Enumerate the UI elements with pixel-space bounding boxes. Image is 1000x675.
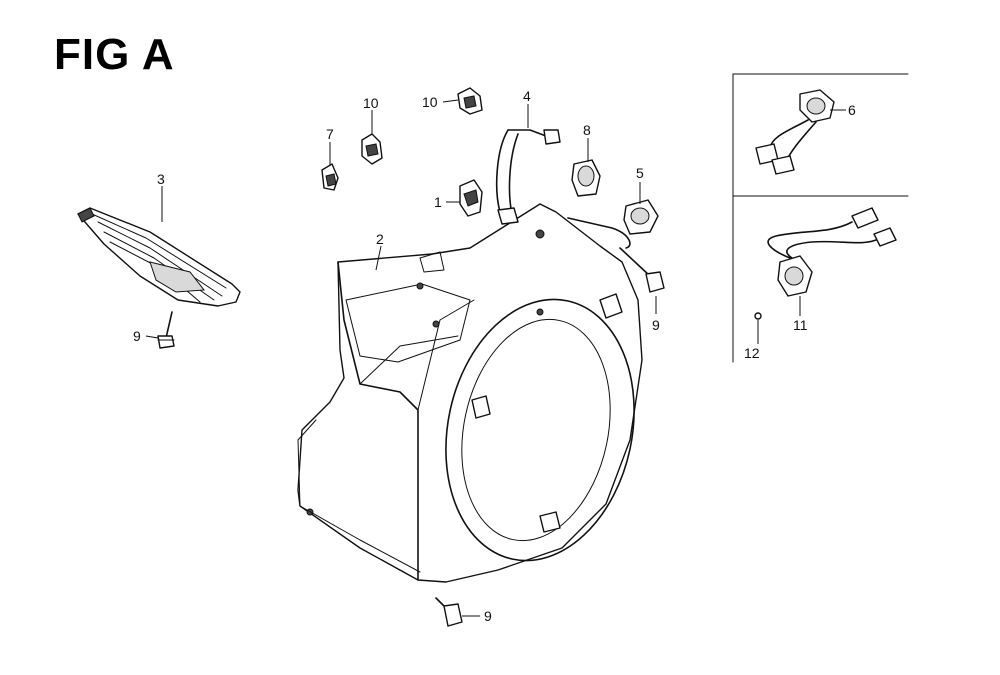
callout-9-left: 9 bbox=[133, 328, 141, 344]
part-10-clamp-left bbox=[361, 133, 383, 165]
part-3-side-guide bbox=[77, 207, 241, 307]
part-12-screw bbox=[754, 312, 762, 320]
figure-title: FIG A bbox=[54, 30, 175, 79]
part-9-bolt-bottom bbox=[435, 597, 463, 627]
callout-10-left: 10 bbox=[363, 95, 379, 111]
callout-labels: 1 2 3 4 5 6 7 8 9 9 9 10 10 11 12 bbox=[133, 88, 856, 624]
callout-12: 12 bbox=[744, 345, 760, 361]
part-10-clamp-right bbox=[457, 87, 483, 115]
callout-7: 7 bbox=[326, 126, 334, 142]
part-8-grommet bbox=[571, 159, 601, 197]
callout-8: 8 bbox=[583, 122, 591, 138]
callout-9-bottom: 9 bbox=[484, 608, 492, 624]
callout-11: 11 bbox=[793, 317, 808, 333]
inset-frame bbox=[732, 73, 909, 363]
callout-1: 1 bbox=[434, 194, 442, 210]
callout-4: 4 bbox=[523, 88, 531, 104]
part-2-fan-shroud bbox=[297, 203, 643, 583]
part-6-sensor bbox=[755, 89, 835, 175]
part-1-clip bbox=[459, 179, 483, 217]
callout-10-right: 10 bbox=[422, 94, 438, 110]
part-9-bolt-left bbox=[157, 311, 175, 349]
part-7-clip bbox=[321, 163, 339, 191]
callout-3: 3 bbox=[157, 171, 165, 187]
callout-5: 5 bbox=[636, 165, 644, 181]
callout-2: 2 bbox=[376, 231, 384, 247]
part-11-switch bbox=[767, 207, 897, 297]
part-5-switch bbox=[567, 199, 659, 249]
leader-lines bbox=[145, 99, 846, 617]
callout-6: 6 bbox=[848, 102, 856, 118]
part-9-bolt-right bbox=[619, 247, 665, 293]
part-4-wire-harness bbox=[495, 129, 561, 225]
callout-9-right: 9 bbox=[652, 317, 660, 333]
